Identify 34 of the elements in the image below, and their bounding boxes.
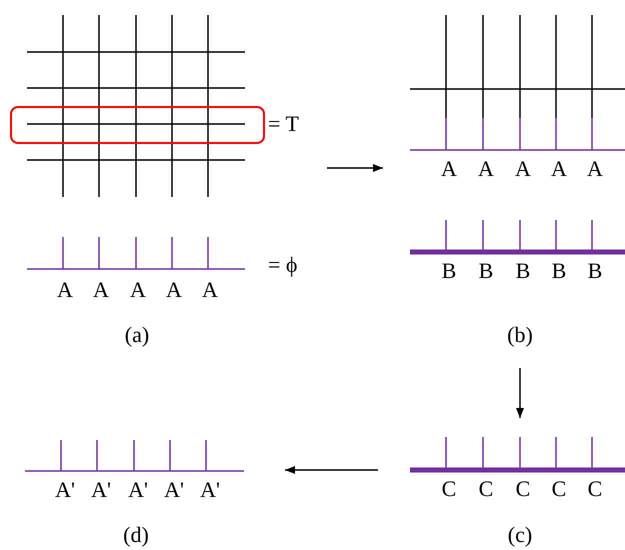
letter-label: B [588, 260, 602, 282]
arrow [516, 368, 524, 418]
letter-label: C [516, 478, 530, 500]
letter-label: A [93, 279, 109, 301]
arrow [327, 164, 383, 172]
letter-label: C [552, 478, 566, 500]
letter-label: A [478, 158, 494, 180]
letter-label: A [202, 279, 218, 301]
letter-label: A [166, 279, 182, 301]
panel-caption: (c) [508, 524, 532, 546]
letter-label: A' [164, 479, 184, 501]
equation-label: = ϕ [268, 254, 298, 276]
letter-label: A' [91, 479, 111, 501]
panel-caption: (b) [507, 324, 533, 346]
panel-caption: (a) [124, 324, 150, 346]
letter-label: C [442, 478, 456, 500]
letter-label: B [516, 260, 530, 282]
panel-caption: (d) [123, 524, 149, 546]
letter-label: A [551, 158, 567, 180]
equation-label: = T [268, 113, 299, 135]
letter-label: C [478, 478, 494, 500]
letter-label: A [57, 279, 73, 301]
letter-label: B [478, 260, 494, 282]
letter-label: A [515, 158, 531, 180]
letter-label: A [441, 158, 457, 180]
letter-label: C [588, 478, 602, 500]
arrow [285, 466, 378, 474]
letter-label: A [587, 158, 603, 180]
letter-label: A' [128, 479, 148, 501]
letter-label: A' [55, 479, 75, 501]
letter-label: B [442, 260, 456, 282]
letter-label: A' [200, 479, 220, 501]
letter-label: B [552, 260, 566, 282]
letter-label: A [130, 279, 146, 301]
